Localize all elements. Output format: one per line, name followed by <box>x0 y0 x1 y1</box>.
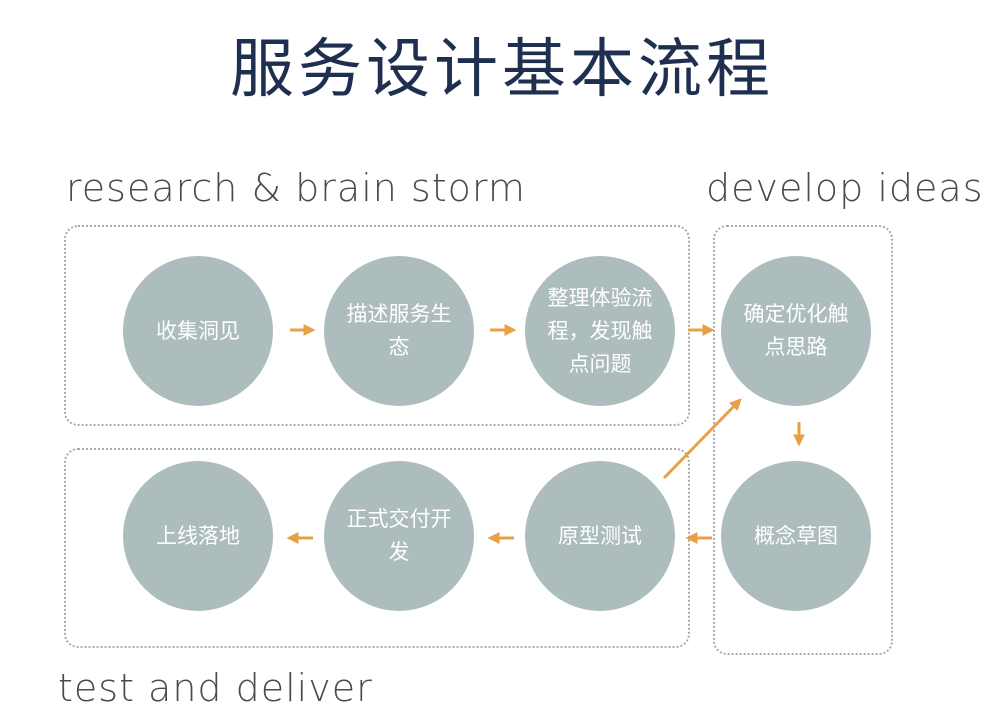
group-label-research: research & brain storm <box>66 166 526 210</box>
group-box-test <box>64 448 690 648</box>
group-label-develop: develop ideas <box>706 166 984 210</box>
page-title: 服务设计基本流程 <box>230 33 774 107</box>
node-define-touchpoints: 确定优化触点思路 <box>721 256 871 406</box>
node-prototype-test: 原型测试 <box>525 461 675 611</box>
node-launch: 上线落地 <box>123 461 273 611</box>
node-describe-ecosystem: 描述服务生态 <box>324 256 474 406</box>
group-label-test: test and deliver <box>58 666 373 710</box>
node-concept-sketch: 概念草图 <box>721 461 871 611</box>
node-organize-experience: 整理体验流程，发现触点问题 <box>525 256 675 406</box>
node-formal-delivery: 正式交付开发 <box>324 461 474 611</box>
group-box-develop <box>713 225 893 655</box>
group-box-research <box>64 225 690 426</box>
arrow-prototype-to-define <box>662 398 742 480</box>
node-collect-insights: 收集洞见 <box>123 256 273 406</box>
